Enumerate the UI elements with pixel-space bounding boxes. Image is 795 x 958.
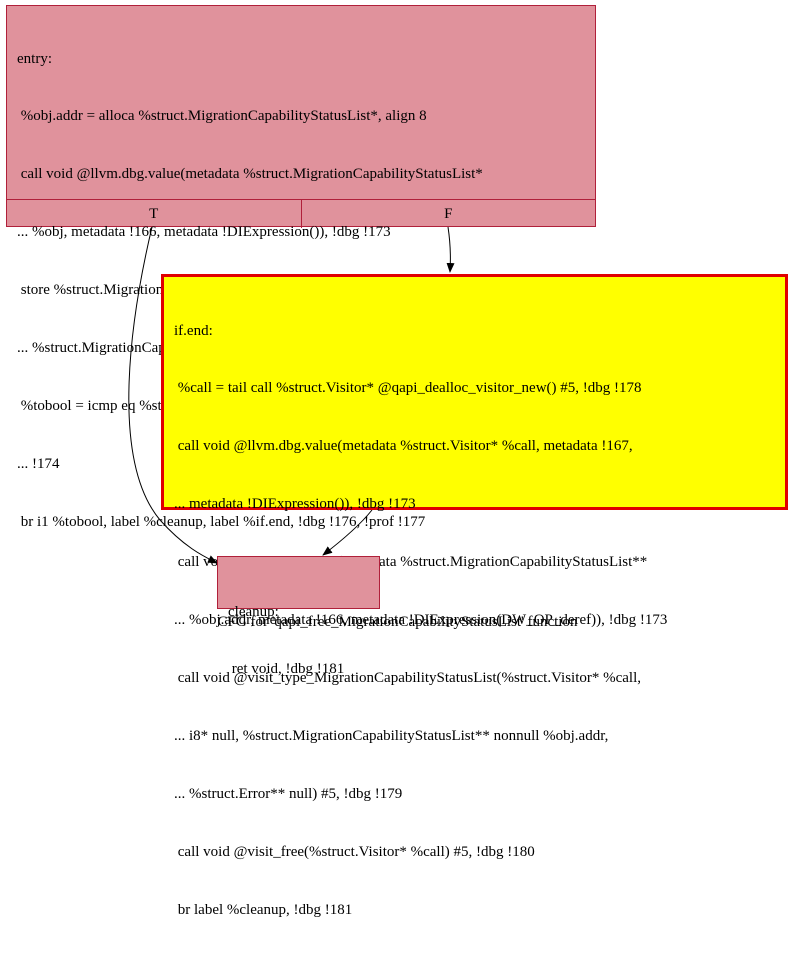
- code-line: if.end:: [174, 322, 213, 339]
- code-line: call void @visit_free(%struct.Visitor* %…: [174, 843, 535, 860]
- code-line: ... i8* null, %struct.MigrationCapabilit…: [174, 727, 609, 744]
- code-line: ... %struct.Error** null) #5, !dbg !179: [174, 785, 403, 802]
- code-line: call void @llvm.dbg.value(metadata %stru…: [17, 166, 483, 183]
- edge-entry-true-to-cleanup: [128, 226, 218, 564]
- code-line: cleanup:: [228, 603, 279, 620]
- code-line: ... !174: [17, 455, 60, 472]
- code-line: ... %obj, metadata !166, metadata !DIExp…: [17, 224, 391, 241]
- port-true[interactable]: T: [149, 206, 159, 222]
- code-line: %obj.addr = alloca %struct.MigrationCapa…: [17, 108, 427, 125]
- cleanup-block[interactable]: cleanup: ret void, !dbg !181: [217, 556, 380, 677]
- port-false[interactable]: F: [300, 200, 596, 228]
- cleanup-block-code: cleanup: ret void, !dbg !181: [228, 564, 344, 718]
- edge-entry-false-to-ifend: [446, 226, 455, 273]
- cfg-edges: [128, 226, 455, 564]
- code-line: ... %obj.addr, metadata !166, metadata !…: [174, 612, 668, 629]
- code-line: ... metadata !DIExpression()), !dbg !173: [174, 496, 416, 513]
- entry-block[interactable]: entry: %obj.addr = alloca %struct.Migrat…: [6, 5, 596, 530]
- code-line: ret void, !dbg !181: [228, 661, 345, 678]
- if-end-block[interactable]: if.end: %call = tail call %struct.Visito…: [161, 274, 788, 918]
- code-line: %call = tail call %struct.Visitor* @qapi…: [174, 380, 642, 397]
- entry-branch-ports: T F: [7, 199, 595, 228]
- code-line: br i1 %tobool, label %cleanup, label %if…: [17, 513, 426, 530]
- code-line: br label %cleanup, !dbg !181: [174, 901, 353, 918]
- code-line: entry:: [17, 50, 52, 67]
- graph-caption: CFG for 'qapi_free_MigrationCapabilitySt…: [217, 614, 578, 630]
- code-line: call void @llvm.dbg.value(metadata %stru…: [174, 438, 633, 455]
- edge-ifend-to-cleanup: [322, 509, 373, 556]
